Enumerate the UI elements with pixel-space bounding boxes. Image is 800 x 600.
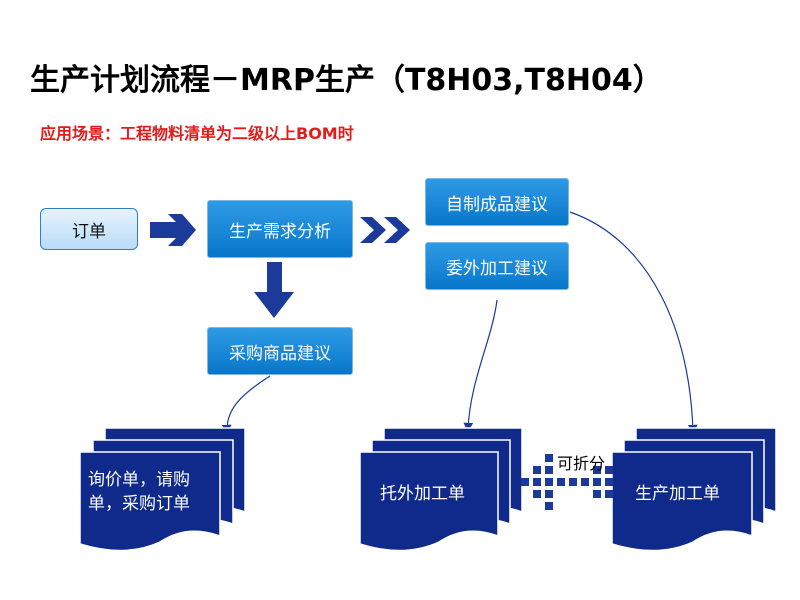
doc-inquiry-line2: 单，采购订单: [88, 494, 190, 514]
node-self-made-suggestion-label: 自制成品建议: [446, 194, 548, 215]
connector-selfmade-to-production-order: [569, 211, 698, 435]
down-arrow-analysis-to-purchase: [254, 262, 294, 318]
doc-stack-outsource-order: [359, 427, 523, 552]
node-order: 订单: [40, 208, 138, 250]
node-purchase-suggestion-label: 采购商品建议: [229, 343, 331, 364]
double-chevron-analysis-to-suggestions: [360, 217, 410, 243]
node-order-label: 订单: [72, 221, 106, 242]
doc-production-order-text: 生产加工单: [635, 484, 720, 504]
node-purchase-suggestion: 采购商品建议: [207, 327, 353, 375]
doc-outsource-order-text: 托外加工单: [380, 484, 465, 504]
chevron-arrow-order-to-analysis: [150, 214, 196, 246]
node-self-made-suggestion: 自制成品建议: [425, 178, 569, 226]
doc-inquiry-text: 询价单，请购 单，采购订单: [88, 468, 218, 516]
node-demand-analysis-label: 生产需求分析: [229, 221, 331, 242]
split-label: 可折分: [557, 454, 606, 473]
node-demand-analysis: 生产需求分析: [207, 200, 353, 258]
node-outsource-suggestion: 委外加工建议: [425, 242, 569, 290]
node-outsource-suggestion-label: 委外加工建议: [446, 258, 548, 279]
connector-purchase-to-inquiry: [221, 375, 271, 435]
page-subtitle: 应用场景：工程物料清单为二级以上BOM时: [40, 124, 354, 143]
doc-stack-production-order: [611, 427, 777, 552]
split-dotted-connector: [521, 454, 613, 510]
page-title: 生产计划流程－MRP生产（T8H03,T8H04）: [30, 63, 663, 98]
connector-outsource-to-outsource-order: [463, 299, 498, 433]
doc-inquiry-line1: 询价单，请购: [88, 470, 190, 490]
doc-stack-inquiry: [79, 427, 246, 552]
